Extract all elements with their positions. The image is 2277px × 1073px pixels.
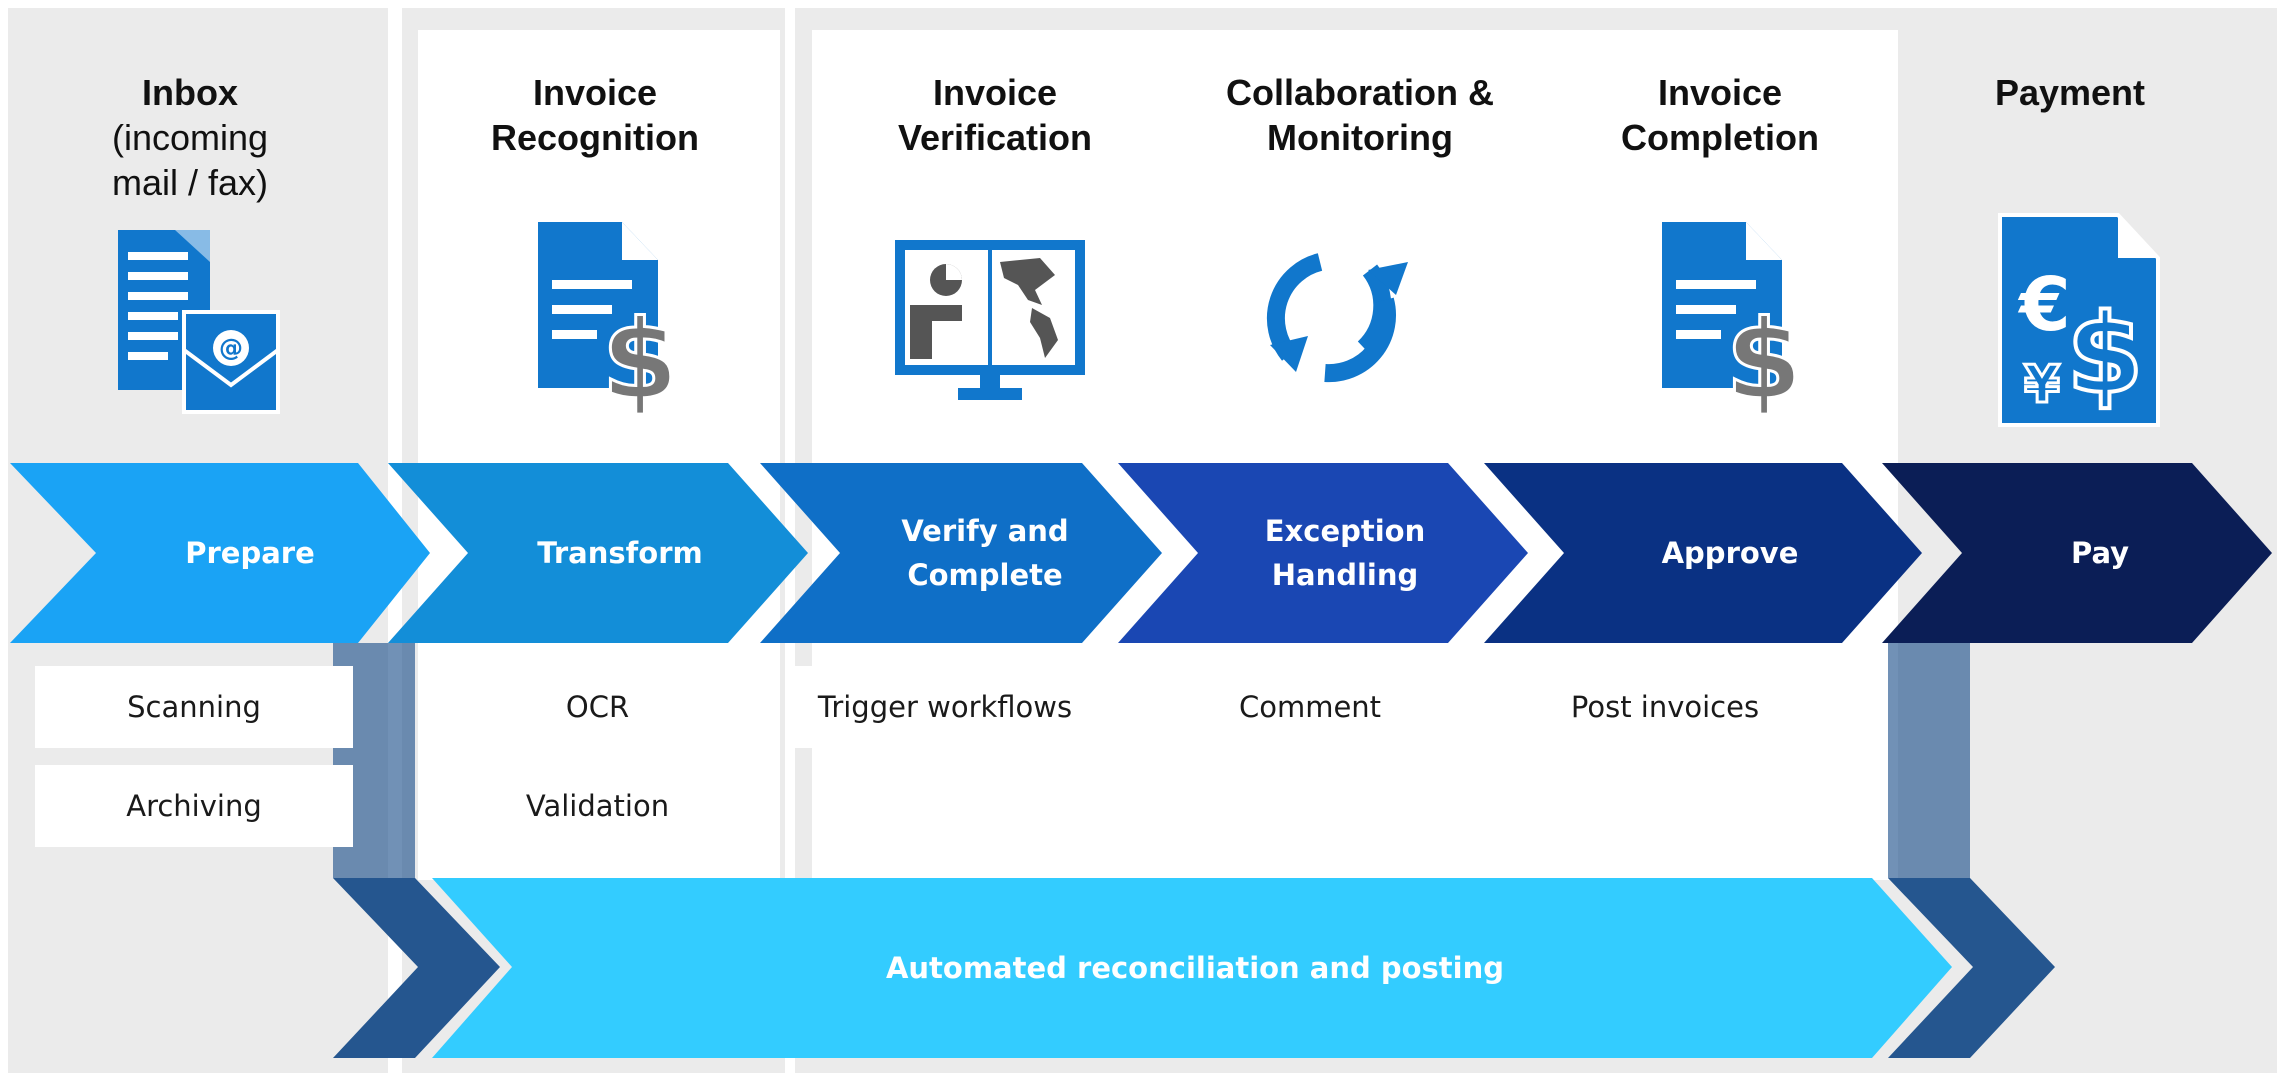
- phase-title-verification: Invoice Verification: [897, 72, 1093, 158]
- phase-title-collaboration: Collaboration & Monitoring: [1226, 72, 1494, 158]
- svg-text:$: $: [2067, 290, 2144, 418]
- phase-title-completion: Invoice Completion: [1621, 72, 1819, 158]
- task-archiving: Archiving: [35, 765, 353, 847]
- task-scanning: Scanning: [35, 666, 353, 748]
- invoice-dollar-icon: $: [538, 222, 680, 426]
- chevron-approve: [1484, 463, 1922, 643]
- chevron-prepare: [10, 463, 430, 643]
- phase-title-inbox: Inbox (incoming mail / fax): [111, 72, 269, 203]
- mail-documents-icon: @: [118, 230, 280, 414]
- step-label-verify: Verify and Complete: [901, 514, 1069, 592]
- reconciliation-banner: [432, 878, 1952, 1058]
- step-label-approve: Approve: [1661, 536, 1799, 570]
- step-label-exception: Exception Handling: [1264, 514, 1426, 592]
- refresh-cycle-icon: [1266, 253, 1408, 383]
- currency-document-icon: € $ ¥: [1998, 213, 2160, 427]
- phase-title-recognition: Invoice Recognition: [491, 72, 699, 158]
- banner-label: Automated reconciliation and posting: [885, 950, 1505, 985]
- chevron-exception: [1118, 463, 1528, 643]
- svg-text:¥: ¥: [2024, 355, 2060, 415]
- phase-title-payment: Payment: [1994, 72, 2146, 113]
- task-validation: Validation: [525, 789, 670, 823]
- monitor-chart-map-icon: [895, 240, 1085, 400]
- svg-text:@: @: [219, 334, 243, 362]
- svg-text:€: €: [2017, 262, 2071, 348]
- banner-right-connector: [1888, 878, 2055, 1058]
- banner-left-connector: [333, 878, 500, 1058]
- chevron-verify: [760, 463, 1162, 643]
- task-post-invoices: Post invoices: [1570, 690, 1760, 724]
- task-ocr: OCR: [565, 690, 630, 724]
- step-label-prepare: Prepare: [185, 536, 315, 570]
- invoice-dollar-icon: $: [1662, 222, 1804, 426]
- chevron-transform: [388, 463, 808, 643]
- svg-text:$: $: [602, 296, 679, 424]
- task-trigger-workflows: Trigger workflows: [785, 666, 1105, 748]
- svg-text:$: $: [1726, 296, 1803, 424]
- task-comment: Comment: [1238, 690, 1382, 724]
- step-label-pay: Pay: [2070, 536, 2130, 570]
- step-label-transform: Transform: [537, 536, 703, 570]
- chevron-pay: [1882, 463, 2272, 643]
